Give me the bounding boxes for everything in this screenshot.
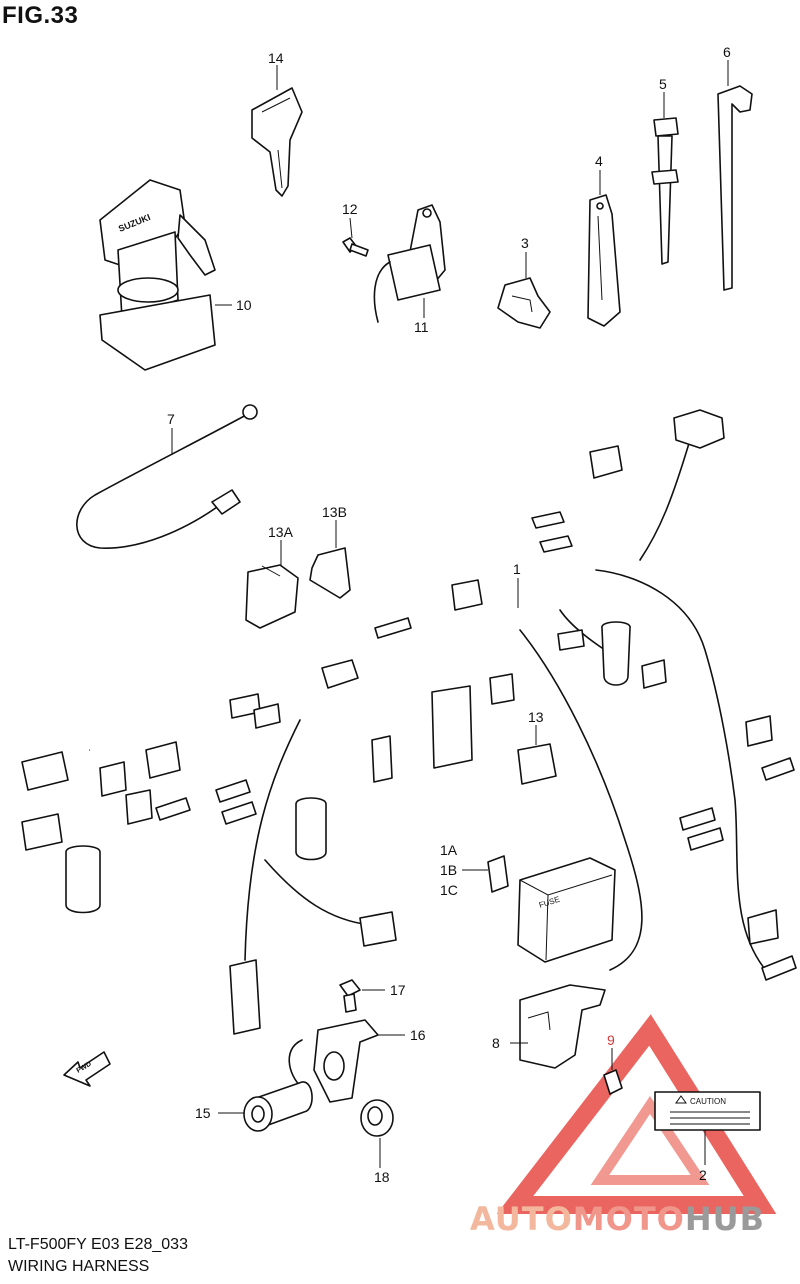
model-code: LT-F500FY E03 E28_033 bbox=[8, 1236, 188, 1253]
callout-17: 17 bbox=[390, 982, 406, 998]
callout-7: 7 bbox=[167, 411, 175, 427]
part-1a-fuse bbox=[462, 855, 509, 893]
callout-13: 13 bbox=[528, 709, 544, 725]
part-2-caution-label bbox=[654, 1091, 761, 1165]
part-7-cable bbox=[76, 404, 258, 549]
caution-text: CAUTION bbox=[690, 1097, 726, 1106]
watermark-part-2: MOTO bbox=[572, 1200, 685, 1238]
fwd-arrow-icon bbox=[63, 1051, 111, 1087]
part-10-ignition-switch bbox=[99, 179, 232, 371]
part-1-wiring-harness bbox=[21, 409, 797, 1035]
callout-13b: 13B bbox=[322, 504, 347, 520]
callout-5: 5 bbox=[659, 76, 667, 92]
callout-6: 6 bbox=[723, 44, 731, 60]
callout-1: 1 bbox=[513, 561, 521, 577]
callout-2: 2 bbox=[699, 1167, 707, 1183]
part-18-grommet bbox=[360, 1099, 394, 1168]
part-11-clamp bbox=[373, 204, 446, 323]
callout-18: 18 bbox=[374, 1169, 390, 1185]
part-5-cable-tie bbox=[651, 92, 679, 265]
callout-12: 12 bbox=[342, 201, 358, 217]
callout-3: 3 bbox=[521, 235, 529, 251]
fuse-box bbox=[517, 857, 616, 963]
watermark-part-1: AUTO bbox=[470, 1200, 573, 1238]
part-3-clip bbox=[497, 252, 551, 329]
part-13b-bracket bbox=[309, 520, 351, 599]
watermark-text: AUTOMOTOHUB bbox=[470, 1200, 765, 1238]
part-14-key bbox=[251, 65, 303, 197]
part-13a-relay bbox=[245, 540, 299, 629]
callout-1b: 1B bbox=[440, 862, 457, 878]
callout-9: 9 bbox=[607, 1032, 615, 1048]
callout-15: 15 bbox=[195, 1105, 211, 1121]
part-13-relay bbox=[517, 725, 557, 785]
callout-16: 16 bbox=[410, 1027, 426, 1043]
figure-title: FIG.33 bbox=[2, 2, 79, 29]
diagram-caption: WIRING HARNESS bbox=[8, 1258, 150, 1275]
part-12-screw bbox=[342, 217, 369, 257]
part-15-lamp bbox=[218, 1039, 313, 1132]
callout-1a: 1A bbox=[440, 842, 458, 858]
callout-14: 14 bbox=[268, 50, 284, 66]
part-17-bolt bbox=[339, 979, 385, 1013]
part-9-clip bbox=[603, 1048, 623, 1095]
part-4-clamp bbox=[587, 170, 621, 327]
callout-11: 11 bbox=[414, 319, 429, 335]
part-6-long-cable-tie bbox=[717, 60, 753, 291]
callout-4: 4 bbox=[595, 153, 603, 169]
callout-10: 10 bbox=[236, 297, 252, 313]
watermark-part-3: HUB bbox=[684, 1200, 766, 1238]
callout-8: 8 bbox=[492, 1035, 500, 1051]
callout-13a: 13A bbox=[268, 524, 294, 540]
callout-1c: 1C bbox=[440, 882, 458, 898]
part-8-bracket bbox=[510, 984, 606, 1069]
part-16-bracket bbox=[313, 1019, 405, 1103]
